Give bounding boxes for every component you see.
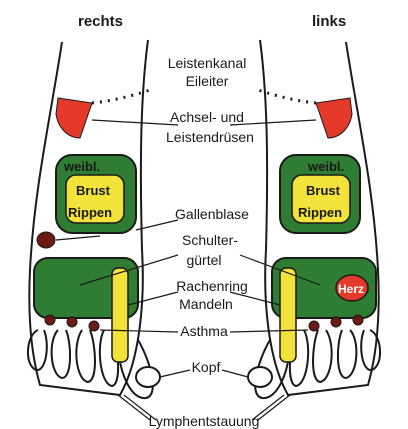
left-zone-breast: Brust	[306, 183, 341, 198]
label-shoulder-1: Schulter-	[182, 232, 238, 248]
label-head: Kopf	[192, 359, 221, 375]
left-zone-ribs: Rippen	[298, 205, 342, 220]
left-foot: weibl. Brust Rippen Herz	[248, 40, 380, 398]
left-fallopian-dotted	[258, 90, 316, 103]
label-lymph-congestion: Lymphentstauung	[149, 413, 260, 429]
label-fallopian-tube: Eileiter	[186, 73, 229, 89]
label-tonsils: Mandeln	[179, 296, 233, 312]
right-fallopian-dotted	[92, 90, 150, 103]
label-shoulder-2: gürtel	[186, 252, 221, 268]
right-head-zone	[136, 367, 160, 387]
left-head-zone	[248, 367, 272, 387]
right-zone-ribs: Rippen	[68, 205, 112, 220]
left-zone-heart: Herz	[338, 282, 364, 296]
header-left-foot: links	[312, 13, 346, 30]
right-foot: weibl. Brust Rippen	[28, 40, 160, 398]
label-throat-ring: Rachenring	[176, 278, 248, 294]
left-throat-strip	[280, 268, 296, 362]
right-zone-breast: Brust	[76, 183, 111, 198]
right-inguinal-zone	[56, 98, 92, 138]
right-zone-female: weibl.	[63, 159, 100, 174]
label-lymph-nodes-1: Achsel- und	[170, 109, 244, 125]
label-asthma: Asthma	[180, 323, 228, 339]
right-throat-strip	[112, 268, 128, 362]
label-inguinal-canal: Leistenkanal	[168, 55, 247, 71]
header-right-foot: rechts	[78, 13, 123, 30]
center-labels: Leistenkanal Eileiter Achsel- und Leiste…	[149, 55, 260, 429]
left-inguinal-zone	[316, 98, 352, 138]
left-zone-female: weibl.	[307, 159, 344, 174]
right-gallbladder-spot	[37, 232, 55, 248]
label-lymph-nodes-2: Leistendrüsen	[166, 129, 254, 145]
right-foot-toes	[28, 330, 153, 398]
label-gallbladder: Gallenblase	[175, 206, 249, 222]
left-foot-toes	[255, 330, 380, 398]
